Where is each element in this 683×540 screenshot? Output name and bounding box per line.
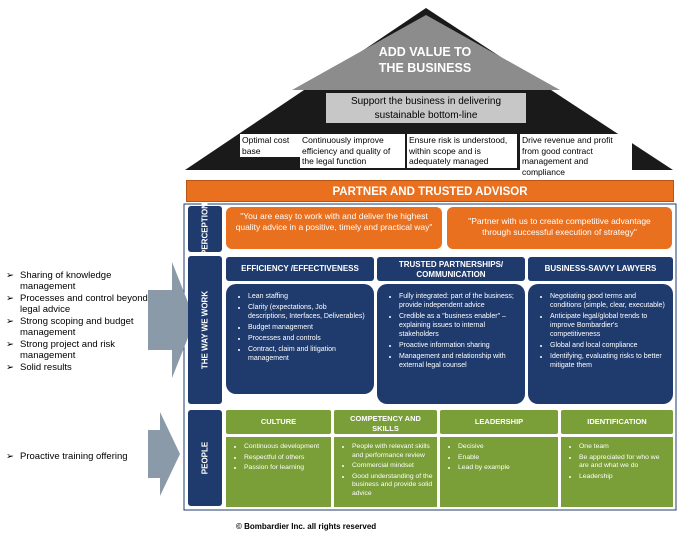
people-label: PEOPLE [188,410,222,506]
list-item: ➢ Strong project and risk management [6,339,151,361]
list-item: Budget management [248,323,366,332]
work-col-2-body: Fully integrated: part of the business; … [377,284,525,404]
side-item-text: Processes and control beyond legal advic… [20,293,148,315]
side-item-text: Strong project and risk management [20,339,116,361]
roof-title-line1: ADD VALUE TO [378,45,472,59]
copyright: © Bombardier Inc. all rights reserved [236,522,377,531]
side-item-text: Sharing of knowledge management [20,270,112,292]
list-item: People with relevant skills and performa… [352,443,433,460]
list-item: Anticipate legal/global trends to improv… [550,312,665,339]
list-item: Fully integrated: part of the business; … [399,292,517,310]
list-item: Proactive information sharing [399,341,517,350]
list-item: Decisive [458,443,554,452]
bullet-arrow-icon: ➢ [6,293,14,304]
side-item-text: Solid results [20,362,72,373]
bullet-arrow-icon: ➢ [6,451,14,462]
list-item: Clarity (expectations, Job descriptions,… [248,303,366,321]
perception-quote-1: "You are easy to work with and deliver t… [226,207,442,249]
bullet-arrow-icon: ➢ [6,270,14,281]
people-col-1-heading: CULTURE [226,410,331,434]
way-we-work-label-text: THE WAY WE WORK [200,290,210,370]
arrow-way-we-work [148,262,195,378]
people-col-4-body: One team Be appreciated for who we are a… [561,437,673,507]
work-col-1-heading: EFFICIENCY /EFFECTIVENESS [226,257,374,281]
list-item: Processes and controls [248,334,366,343]
list-item: Identifying, evaluating risks to better … [550,352,665,370]
list-item: ➢ Proactive training offering [6,451,136,462]
roof-goal-1: Optimal cost base [240,134,300,157]
people-col-1-body: Continuous development Respectful of oth… [226,437,331,507]
side-list-people: ➢ Proactive training offering [6,451,136,463]
bullet-arrow-icon: ➢ [6,362,14,373]
list-item: Global and local compliance [550,341,665,350]
people-col-3-body: Decisive Enable Lead by example [440,437,558,507]
roof-goal-4: Drive revenue and profit from good contr… [520,134,632,178]
list-item: Continuous development [244,443,327,452]
list-item: Passion for learning [244,464,327,473]
list-item: ➢ Strong scoping and budget management [6,316,151,338]
perception-label: PERCEPTION [188,202,222,256]
perception-label-text: PERCEPTION [200,202,210,256]
side-item-text: Proactive training offering [20,451,128,462]
roof-subtitle-line2: sustainable bottom-line [374,110,478,121]
work-col-1-body: Lean staffing Clarity (expectations, Job… [226,284,374,394]
side-item-text: Strong scoping and budget management [20,316,134,338]
work-col-3-body: Negotiating good terms and conditions (s… [528,284,673,404]
list-item: Management and relationship with externa… [399,352,517,370]
roof-title: ADD VALUE TO THE BUSINESS [330,44,520,76]
list-item: ➢ Solid results [6,362,151,373]
arrow-people [148,412,180,496]
people-col-2-heading: COMPETENCY AND SKILLS [334,410,437,434]
bullet-arrow-icon: ➢ [6,339,14,350]
roof-inner-triangle [292,15,560,90]
list-item: One team [579,443,669,452]
list-item: Respectful of others [244,454,327,463]
list-item: ➢ Sharing of knowledge management [6,270,151,292]
list-item: ➢ Processes and control beyond legal advi… [6,293,151,315]
perception-quote-2: "Partner with us to create competitive a… [447,207,672,249]
partner-banner: PARTNER AND TRUSTED ADVISOR [186,180,674,202]
side-list-way-we-work: ➢ Sharing of knowledge management ➢ Proces… [6,270,151,374]
list-item: Lead by example [458,464,554,473]
bullet-arrow-icon: ➢ [6,316,14,327]
list-item: Contract, claim and litigation managemen… [248,345,366,363]
list-item: Enable [458,454,554,463]
list-item: Be appreciated for who we are and what w… [579,454,669,471]
list-item: Leadership [579,473,669,482]
roof-goal-3: Ensure risk is understood, within scope … [407,134,517,168]
people-col-3-heading: LEADERSHIP [440,410,558,434]
list-item: Negotiating good terms and conditions (s… [550,292,665,310]
roof-title-line2: THE BUSINESS [378,61,472,75]
way-we-work-label: THE WAY WE WORK [188,256,222,404]
work-col-3-heading: BUSINESS-SAVVY LAWYERS [528,257,673,281]
roof-goal-2: Continuously improve efficiency and qual… [300,134,405,168]
people-col-2-body: People with relevant skills and performa… [334,437,437,507]
list-item: Commercial mindset [352,462,433,471]
list-item: Good understanding of the business and p… [352,473,433,499]
list-item: Credible as a "business enabler" – expla… [399,312,517,339]
roof-subtitle: Support the business in delivering susta… [326,93,526,123]
work-col-2-heading: TRUSTED PARTNERSHIPS/ COMMUNICATION [377,257,525,281]
people-col-4-heading: IDENTIFICATION [561,410,673,434]
list-item: Lean staffing [248,292,366,301]
roof-subtitle-line1: Support the business in delivering [350,96,502,107]
people-label-text: PEOPLE [200,441,210,475]
